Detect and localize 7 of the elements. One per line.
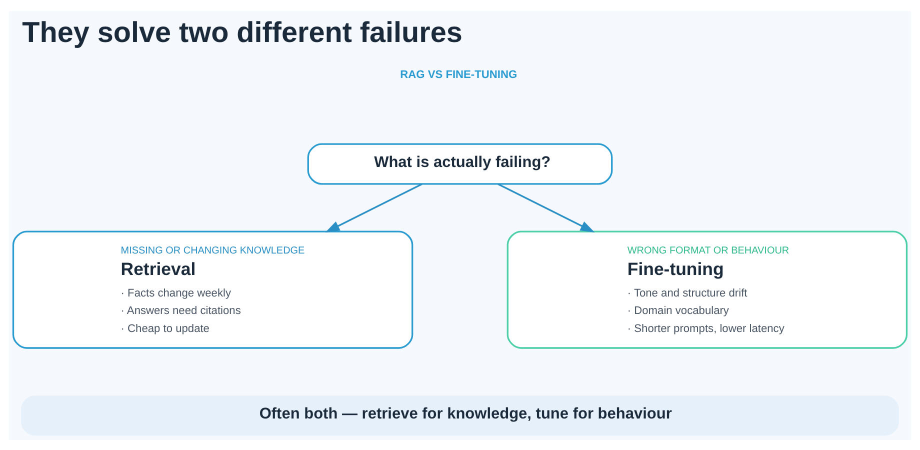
diagram-title: They solve two different failures [22,16,462,48]
node-box: WRONG FORMAT OR BEHAVIOUR Fine-tuning · Tone and structure drift · Domain vocabulary · Shorter prompts, lower latency [506,230,908,348]
label: RAG VS FINE-TUNING [400,68,518,81]
node-box: MISSING OR CHANGING KNOWLEDGE Retrieval · Facts change weekly · Answers need citations · Cheap to update [12,230,414,348]
arrow [498,182,595,232]
node-box: What is actually failing? [307,142,613,184]
arrow [325,182,422,232]
